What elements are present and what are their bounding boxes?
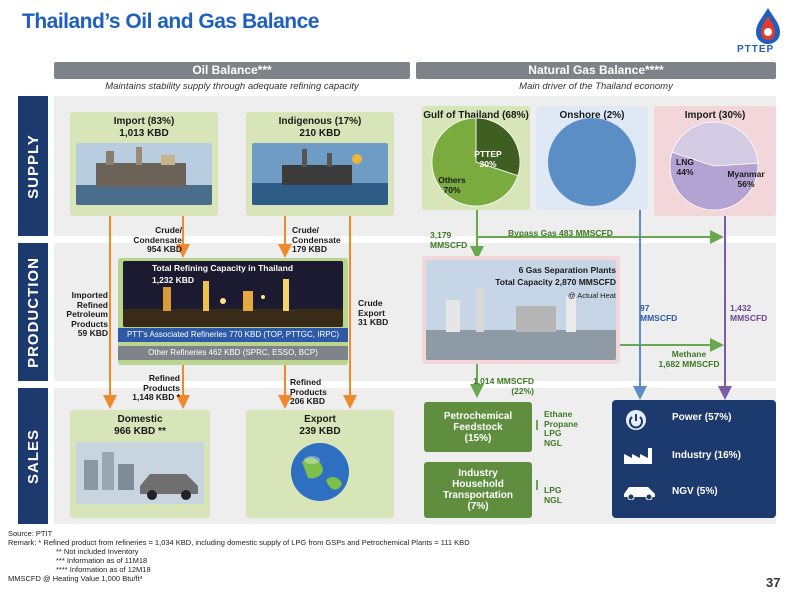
row-label-supply: SUPPLY: [18, 96, 48, 236]
gas-sales-box: Power (57%) Industry (16%) NGV (5%): [612, 400, 776, 518]
oil-export-title: Export: [304, 414, 336, 425]
row-label-sales: SALES: [18, 388, 48, 524]
car-icon: [624, 487, 655, 500]
source-note: Source: PTIT: [8, 529, 53, 538]
gas-balance-header: Natural Gas Balance****: [416, 62, 776, 79]
oil-indigenous-title: Indigenous (17%): [278, 116, 362, 127]
factory-icon: [624, 448, 652, 464]
refinery-box: Total Refining Capacity in Thailand 1,23…: [118, 258, 348, 365]
ptt-refineries-bar: PTT’s Associated Refineries 770 KBD (TOP…: [118, 328, 348, 342]
oil-indigenous-box: Indigenous (17%) 210 KBD: [246, 112, 394, 216]
pttep-logo-icon: [756, 8, 780, 44]
remark-4: **** Information as of 12M18: [56, 565, 151, 574]
power-label: Power (57%): [672, 412, 732, 423]
gsp-line1: 6 Gas Separation Plants: [518, 265, 616, 275]
page-title: Thailand’s Oil and Gas Balance: [22, 10, 320, 33]
oil-balance-header: Oil Balance***: [54, 62, 410, 79]
city-car-photo: [76, 442, 204, 504]
oil-export-box: Export 239 KBD: [246, 410, 394, 518]
gas-subtitle: Main driver of the Thailand economy: [519, 81, 673, 92]
pie-gulf: [431, 117, 521, 207]
refining-value: 1,232 KBD: [152, 275, 195, 285]
gsp-line2: Total Capacity 2,870 MMSCFD: [495, 277, 616, 287]
oil-platform-photo: [76, 143, 212, 205]
pie-label-lng: LNG 44%: [676, 157, 694, 177]
oil-import-title: Import (83%): [113, 116, 175, 127]
oil-import-box: Import (83%) 1,013 KBD: [70, 112, 218, 216]
pie-label-myanmar: Myanmar 56%: [727, 169, 765, 189]
globe-icon: [291, 443, 349, 501]
pie-slice-onshore: [548, 118, 636, 206]
pie-slice-lng: [671, 121, 759, 167]
pie-label-others: Others 70%: [438, 175, 466, 195]
refining-title: Total Refining Capacity in Thailand: [152, 263, 294, 273]
pie-onshore: [548, 118, 636, 206]
pie-label-pttep: PTTEP 30%: [474, 149, 502, 169]
gas-gulf-title: Gulf of Thailand (68%): [423, 110, 529, 121]
gas-onshore-title: Onshore (2%): [559, 110, 625, 121]
label-flow-1014: 1,014 MMSCFD(22%): [473, 376, 534, 396]
offshore-rig-photo: [252, 143, 388, 205]
pie-slice-others: [431, 117, 519, 207]
gas-import-title: Import (30%): [684, 110, 746, 121]
refinery-night-photo: [123, 261, 343, 327]
row-label-production: PRODUCTION: [18, 243, 48, 381]
industry-label: Industry (16%): [672, 450, 741, 461]
oil-domestic-value: 966 KBD **: [114, 426, 166, 437]
label-bypass: Bypass Gas 483 MMSCFD: [508, 228, 613, 238]
remark-1: Remark: * Refined product from refinerie…: [8, 538, 470, 547]
pie-slice-myanmar: [669, 151, 759, 211]
pie-slice-pttep: [475, 117, 521, 177]
logo-text: PTTEP: [737, 44, 775, 55]
oil-domestic-box: Domestic 966 KBD **: [70, 410, 210, 518]
remark-2: ** Not included Inventory: [56, 547, 139, 556]
remark-3: *** Information as of 11M18: [56, 556, 148, 565]
gas-plant-photo: [426, 260, 616, 360]
pie-import: [669, 121, 759, 211]
power-icon: [626, 410, 646, 430]
oil-indigenous-value: 210 KBD: [299, 128, 341, 139]
oil-import-value: 1,013 KBD: [119, 128, 169, 139]
ngv-label: NGV (5%): [672, 486, 718, 497]
gsp-box: 6 Gas Separation Plants Total Capacity 2…: [422, 256, 620, 364]
oil-subtitle: Maintains stability supply through adequ…: [105, 81, 359, 92]
unit-note: MMSCFD @ Heating Value 1,000 Btu/ft³: [8, 574, 143, 583]
page-number: 37: [766, 575, 781, 590]
oil-export-value: 239 KBD: [299, 426, 341, 437]
oil-domestic-title: Domestic: [117, 414, 163, 425]
other-refineries-bar: Other Refineries 462 KBD (SPRC, ESSO, BC…: [118, 346, 348, 360]
gsp-line3: @ Actual Heat: [567, 291, 616, 300]
